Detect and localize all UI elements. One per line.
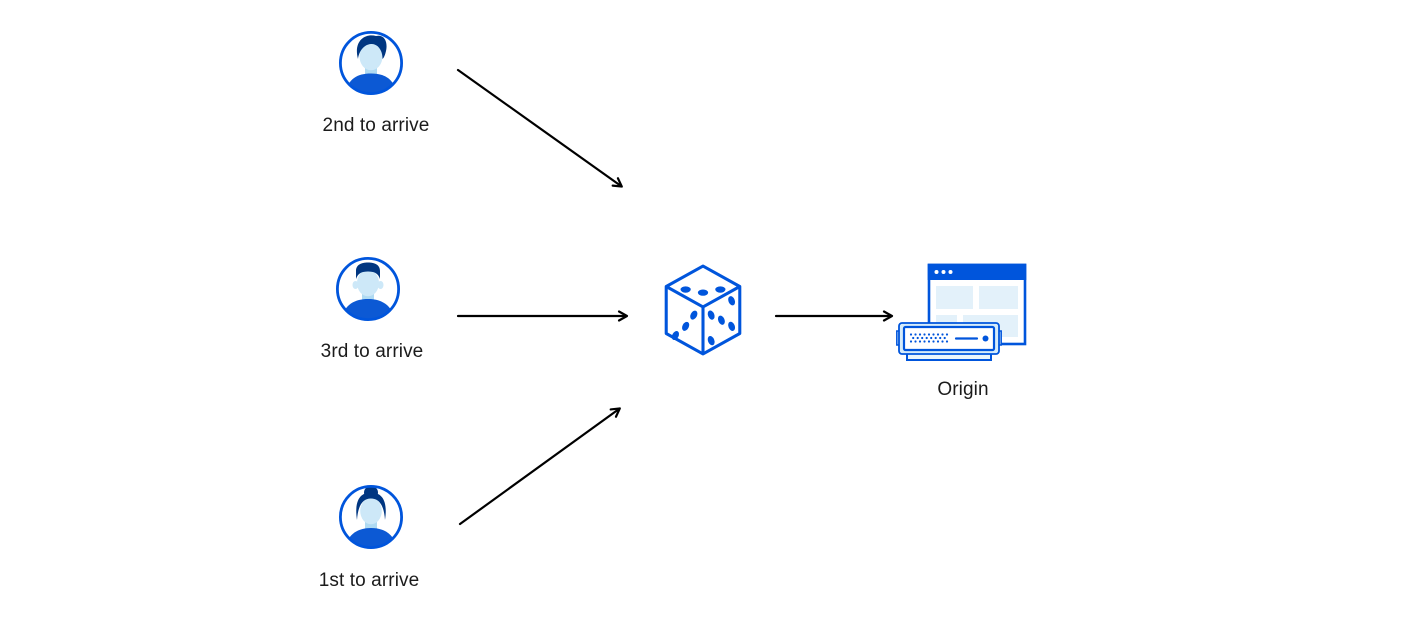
arrow-first-to-dice	[458, 407, 621, 526]
origin-server-node	[896, 262, 1028, 368]
actor-label: 3rd to arrive	[320, 341, 424, 362]
dice-icon	[664, 264, 742, 356]
origin-label: Origin	[937, 379, 989, 400]
actor-first-visitor	[338, 484, 404, 550]
random-selection-node	[664, 264, 742, 358]
user-avatar-icon	[338, 484, 404, 550]
origin-server-icon	[896, 263, 1027, 361]
server-vent-dots	[909, 333, 949, 343]
actor-second-visitor	[338, 30, 404, 96]
user-avatar-icon	[338, 30, 404, 96]
actor-third-visitor	[335, 256, 401, 322]
actor-label: 1st to arrive	[318, 570, 420, 591]
actor-label: 2nd to arrive	[322, 115, 430, 136]
user-avatar-icon	[335, 256, 401, 322]
